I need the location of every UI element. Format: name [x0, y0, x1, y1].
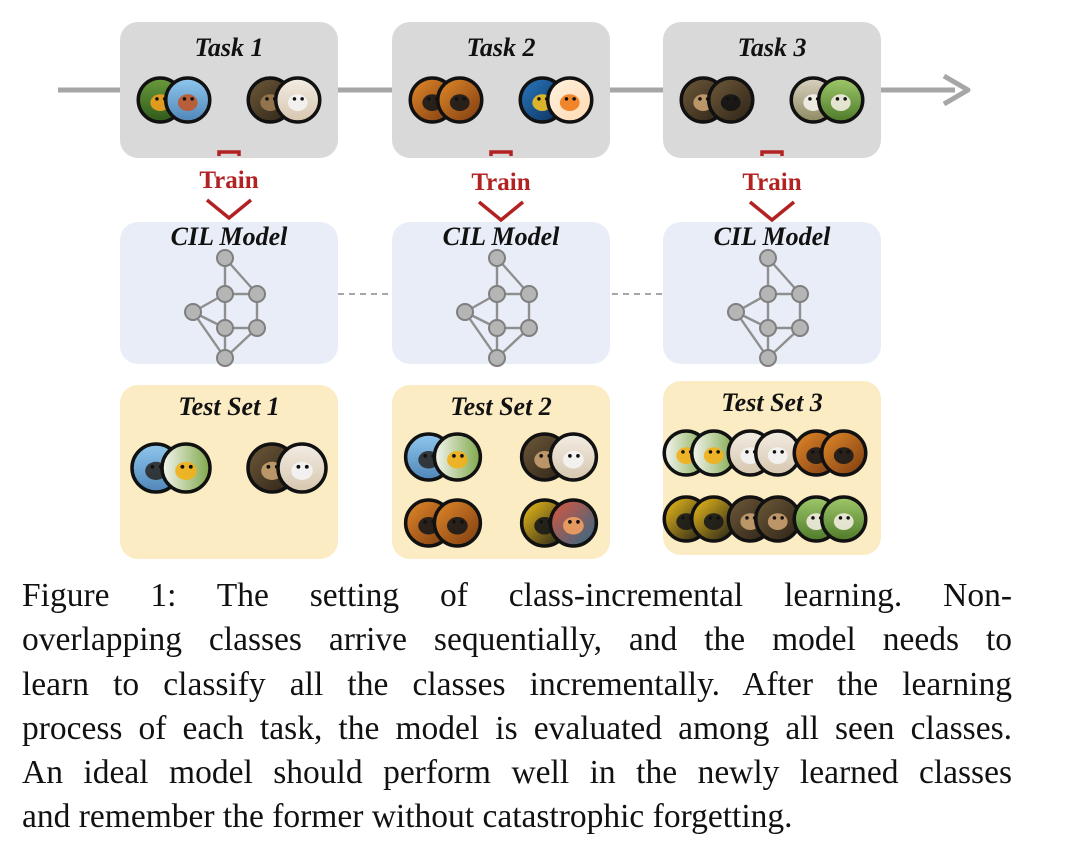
neural-network-icon: [184, 249, 266, 367]
caption-line: overlapping classes arrive sequentially,…: [22, 621, 1012, 659]
model-title: CIL Model: [171, 222, 289, 251]
eagle-icon: [432, 432, 483, 482]
timeline-arrow-head: [942, 73, 971, 107]
monkey-icon: [754, 495, 802, 543]
task-title: Task 1: [194, 33, 263, 62]
goldfish-icon: [546, 76, 594, 124]
fish-icon: [690, 495, 738, 543]
train-label: Train: [742, 169, 801, 196]
test-set-box: [120, 385, 338, 559]
caption-line: process of each task, the model is evalu…: [22, 709, 1012, 747]
task-box: [663, 22, 881, 158]
neural-network-icon: [727, 249, 809, 367]
model-title: CIL Model: [443, 222, 561, 251]
task-title: Task 2: [466, 33, 535, 62]
caption-line: and remember the former without catastro…: [22, 798, 793, 836]
task-box: [392, 22, 610, 158]
tiger-icon: [432, 498, 483, 548]
dog-icon: [276, 442, 328, 494]
caption-line: learn to classify all the classes increm…: [22, 665, 1012, 703]
test-set-title: Test Set 2: [450, 392, 552, 421]
sheep-icon: [817, 76, 865, 124]
chimpanzee-icon: [707, 76, 755, 124]
tiger-icon: [820, 429, 868, 477]
coral-fish-icon: [548, 498, 599, 548]
eagle-icon: [160, 442, 212, 494]
caption-line: An ideal model should perform well in th…: [22, 754, 1012, 792]
tiger-icon: [436, 76, 484, 124]
test-set-title: Test Set 3: [721, 388, 823, 417]
caption-line: Figure 1: The setting of class-increment…: [22, 577, 1012, 614]
neural-network-icon: [456, 249, 538, 367]
figure-caption: Figure 1: The setting of class-increment…: [22, 574, 1012, 840]
train-arrow: [477, 150, 525, 223]
train-label: Train: [199, 167, 258, 194]
task-title: Task 3: [737, 33, 806, 62]
train-arrow: [205, 150, 253, 221]
train-arrow: [748, 150, 796, 223]
dog-icon: [754, 429, 802, 477]
test-set-title: Test Set 1: [178, 392, 280, 421]
dog-icon: [274, 76, 322, 124]
train-label: Train: [471, 169, 530, 196]
sheep-icon: [820, 495, 868, 543]
model-title: CIL Model: [714, 222, 832, 251]
robin-icon: [164, 76, 212, 124]
task-box: [120, 22, 338, 158]
dog-icon: [548, 432, 599, 482]
